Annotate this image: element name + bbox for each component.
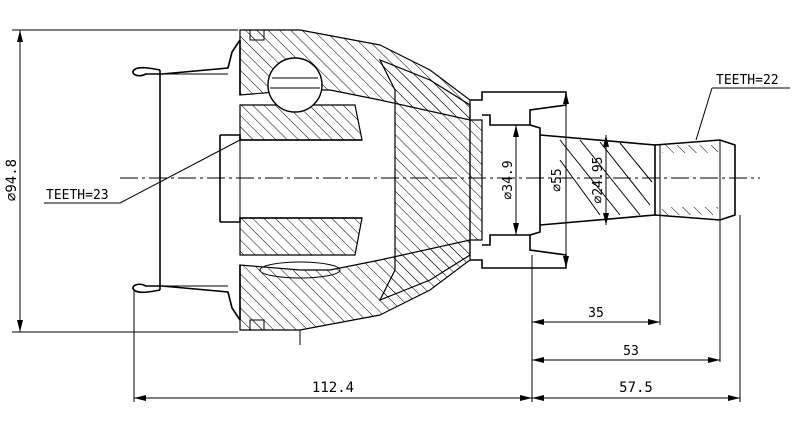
length-35-label: 35 [588,306,604,321]
dimension-53: 53 [532,344,720,363]
diameter-seat-label: ⌀34.9 [501,160,516,199]
diameter-spline-label: ⌀24.95 [591,157,606,204]
dimension-57-5: 57.5 [532,380,740,401]
length-body-label: 112.4 [312,380,354,396]
length-shaft-total-label: 57.5 [619,380,653,396]
dimension-112-4: 112.4 [134,380,532,401]
teeth-outer-label: TEETH=22 [716,73,779,88]
diameter-flange-label: ⌀55 [550,168,565,191]
extension-lines [133,215,741,402]
overall-diameter-dimension: ⌀94.8 [4,29,238,333]
dimension-35: 35 [532,306,660,325]
boot-housing [132,39,241,321]
ball-bearing [259,57,341,279]
length-53-label: 53 [623,344,639,359]
stub-shaft [469,91,736,269]
outer-race [239,29,471,331]
shaft-diameter-dimensions: ⌀34.9 ⌀55 ⌀24.95 [501,92,609,268]
overall-diameter-label: ⌀94.8 [4,159,20,201]
teeth-inner-callout: TEETH=23 [44,139,241,204]
seal-rings [249,29,265,331]
teeth-inner-label: TEETH=23 [46,188,109,203]
teeth-outer-callout: TEETH=22 [695,73,790,141]
inner-race [219,104,363,256]
